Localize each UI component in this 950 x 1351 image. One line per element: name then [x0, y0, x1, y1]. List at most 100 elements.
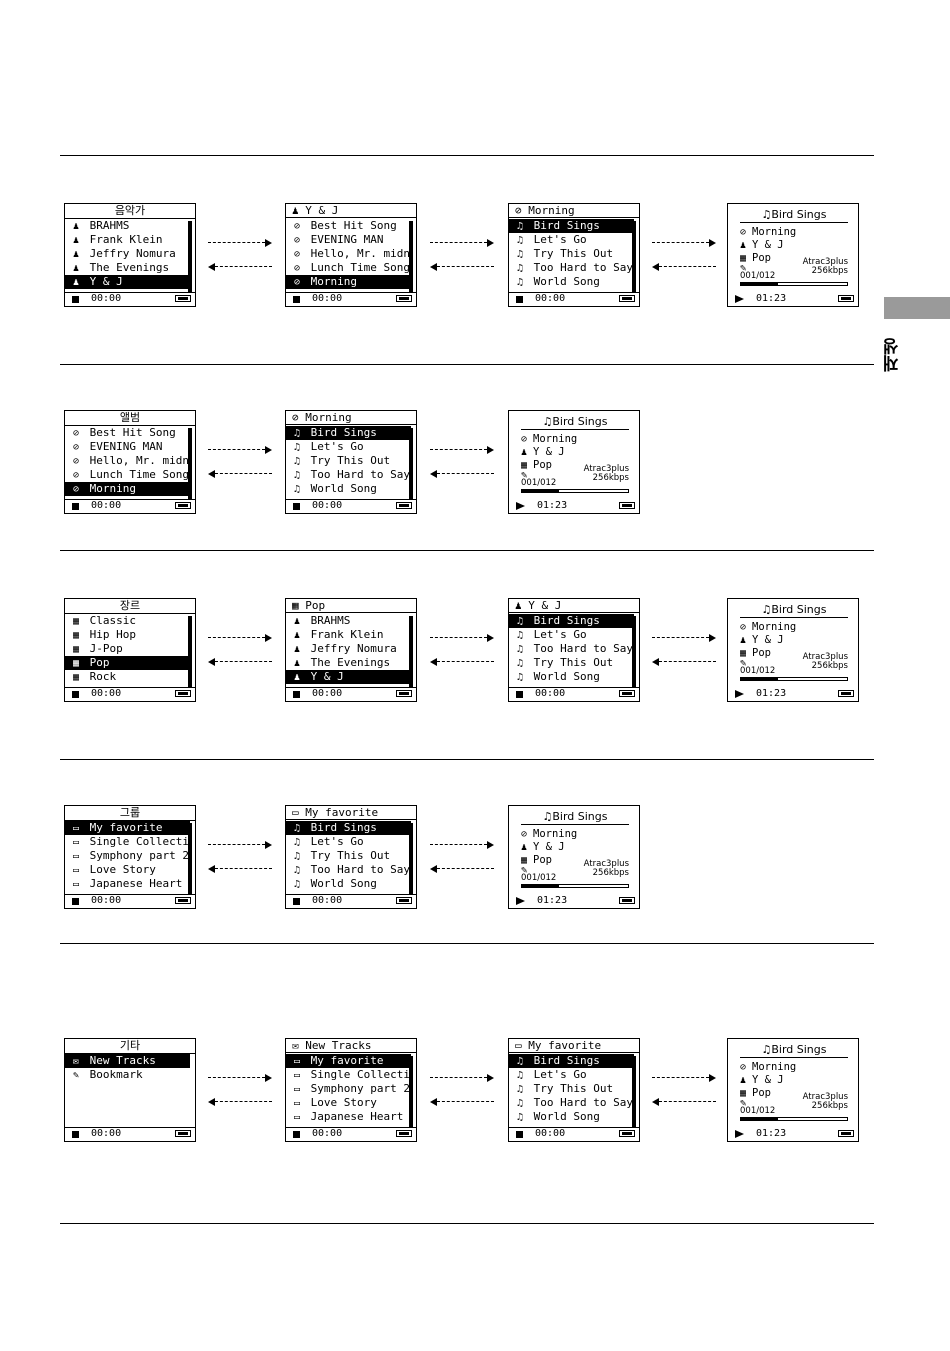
list-item[interactable]: ⊘ EVENING MAN	[286, 233, 411, 247]
list-item[interactable]: ♫ Bird Sings	[509, 219, 634, 233]
scrollbar[interactable]	[409, 616, 413, 688]
list-item[interactable]: ♫ World Song	[509, 670, 634, 684]
list-item[interactable]: ♫ Bird Sings	[286, 426, 411, 440]
header-title: Y & J	[305, 204, 339, 217]
list-item-label: World Song	[527, 670, 600, 683]
scrollbar[interactable]	[409, 428, 413, 500]
list-item[interactable]: ♫ World Song	[509, 275, 634, 289]
list-screen: ♟ Y & J♫ Bird Sings♫ Let's Go♫ Too Hard …	[508, 598, 640, 702]
scrollbar[interactable]	[632, 221, 636, 293]
list-item[interactable]: ▦ J-Pop	[65, 642, 190, 656]
list-item[interactable]: ♟ Y & J	[286, 670, 411, 684]
list-item[interactable]: ♫ Bird Sings	[509, 1054, 634, 1068]
song-icon: ♫	[293, 484, 301, 495]
list-item[interactable]: ⊘ Best Hit Song	[65, 426, 190, 440]
list-item[interactable]: ⊘ Hello, Mr. midni	[286, 247, 411, 261]
scrollbar[interactable]	[188, 616, 192, 688]
list-item[interactable]: ▭ My favorite	[65, 821, 190, 835]
scrollbar[interactable]	[409, 221, 413, 293]
list-item[interactable]: ⊘ Lunch Time Song	[65, 468, 190, 482]
list-item[interactable]: ♫ Let's Go	[286, 440, 411, 454]
folder-icon: ▭	[72, 837, 80, 848]
scrollbar[interactable]	[188, 823, 192, 895]
section-divider	[60, 759, 874, 760]
genre-icon: ▦	[72, 616, 80, 627]
list-item[interactable]: ♫ Bird Sings	[286, 821, 411, 835]
list-item[interactable]: ⊘ Best Hit Song	[286, 219, 411, 233]
list-item[interactable]: ♫ World Song	[286, 877, 411, 891]
elapsed-time: 00:00	[91, 895, 122, 906]
scrollbar[interactable]	[409, 823, 413, 895]
track-counter: 001/012	[740, 271, 776, 281]
list-item-label: Bird Sings	[527, 1054, 600, 1067]
list-item[interactable]: ♫ Try This Out	[509, 247, 634, 261]
list-item[interactable]: ♫ Let's Go	[509, 628, 634, 642]
list-item[interactable]: ♫ Too Hard to Say	[509, 261, 634, 275]
list-item[interactable]: ✎ Bookmark	[65, 1068, 190, 1082]
list-item[interactable]: ♫ Try This Out	[286, 849, 411, 863]
scrollbar[interactable]	[188, 221, 192, 293]
list-item[interactable]: ▭ Japanese Heart	[286, 1110, 411, 1124]
list-item[interactable]: ♫ Try This Out	[509, 1082, 634, 1096]
arrow-head	[487, 446, 494, 454]
list-item[interactable]: ▭ Symphony part 2	[286, 1082, 411, 1096]
song-icon: ♫	[293, 442, 301, 453]
list-item[interactable]: ▭ Single Collectio	[65, 835, 190, 849]
list-item[interactable]: ▭ Japanese Heart	[65, 877, 190, 891]
list-item[interactable]: ♫ Too Hard to Say	[286, 863, 411, 877]
scrollbar[interactable]	[632, 1056, 636, 1128]
list-item[interactable]: ♫ Let's Go	[509, 1068, 634, 1082]
list-item[interactable]: ♫ Let's Go	[509, 233, 634, 247]
list-item[interactable]: ▦ Hip Hop	[65, 628, 190, 642]
list-item[interactable]: ♟ The Evenings	[286, 656, 411, 670]
list-item[interactable]: ▭ Single Collectio	[286, 1068, 411, 1082]
now-playing-screen: ♫Bird Sings⊘Morning♟Y & J▦Pop✎Atrac3plus…	[727, 1038, 859, 1142]
status-bar: 00:00	[509, 687, 639, 701]
list-item[interactable]: ♫ Too Hard to Say	[286, 468, 411, 482]
list-item[interactable]: ▭ Love Story	[286, 1096, 411, 1110]
list-item[interactable]: ⊘ Lunch Time Song	[286, 261, 411, 275]
scrollbar[interactable]	[409, 1056, 413, 1128]
list-item[interactable]: ♫ Too Hard to Say	[509, 1096, 634, 1110]
list-item[interactable]: ⊘ Morning	[286, 275, 411, 289]
list-item[interactable]: ♟ Y & J	[65, 275, 190, 289]
list-item[interactable]: ♟ Jeffry Nomura	[286, 642, 411, 656]
list-item[interactable]: ▦ Pop	[65, 656, 190, 670]
list-item[interactable]: ♫ Try This Out	[509, 656, 634, 670]
list-item[interactable]: ♟ Frank Klein	[286, 628, 411, 642]
list-item[interactable]: ♫ World Song	[509, 1110, 634, 1124]
list-item[interactable]: ♟ BRAHMS	[286, 614, 411, 628]
list-item[interactable]: ♫ World Song	[286, 482, 411, 496]
list-item-label: BRAHMS	[83, 219, 130, 232]
list-item[interactable]: ⊘ Morning	[65, 482, 190, 496]
list-item[interactable]: ✉ New Tracks	[65, 1054, 190, 1068]
list-item[interactable]: ▦ Rock	[65, 670, 190, 684]
list-item[interactable]: ♫ Let's Go	[286, 835, 411, 849]
list-item[interactable]: ▦ Classic	[65, 614, 190, 628]
list-screen: 그룹▭ My favorite▭ Single Collectio▭ Symph…	[64, 805, 196, 909]
arrow-line	[215, 473, 272, 474]
list-item[interactable]: ♟ Frank Klein	[65, 233, 190, 247]
arrow-head	[430, 658, 437, 666]
scrollbar[interactable]	[632, 616, 636, 688]
list-item[interactable]: ▭ My favorite	[286, 1054, 411, 1068]
screen-header: ✉ New Tracks	[286, 1039, 416, 1053]
elapsed-time: 01:23	[756, 293, 787, 304]
list-item[interactable]: ♫ Try This Out	[286, 454, 411, 468]
header-title: New Tracks	[305, 1039, 372, 1052]
list-item[interactable]: ⊘ Hello, Mr. midni	[65, 454, 190, 468]
track-counter: 001/012	[740, 666, 776, 676]
list-item[interactable]: ♟ Jeffry Nomura	[65, 247, 190, 261]
list-item[interactable]: ♫ Bird Sings	[509, 614, 634, 628]
list-item[interactable]: ⊘ EVENING MAN	[65, 440, 190, 454]
elapsed-time: 01:23	[756, 1128, 787, 1139]
scrollbar[interactable]	[188, 428, 192, 500]
list-item[interactable]: ▭ Symphony part 2	[65, 849, 190, 863]
track-title: ♫Bird Sings	[740, 208, 848, 223]
list-item[interactable]: ♫ Too Hard to Say	[509, 642, 634, 656]
list-item[interactable]: ▭ Love Story	[65, 863, 190, 877]
list-item[interactable]: ♟ BRAHMS	[65, 219, 190, 233]
list-item[interactable]: ♟ The Evenings	[65, 261, 190, 275]
